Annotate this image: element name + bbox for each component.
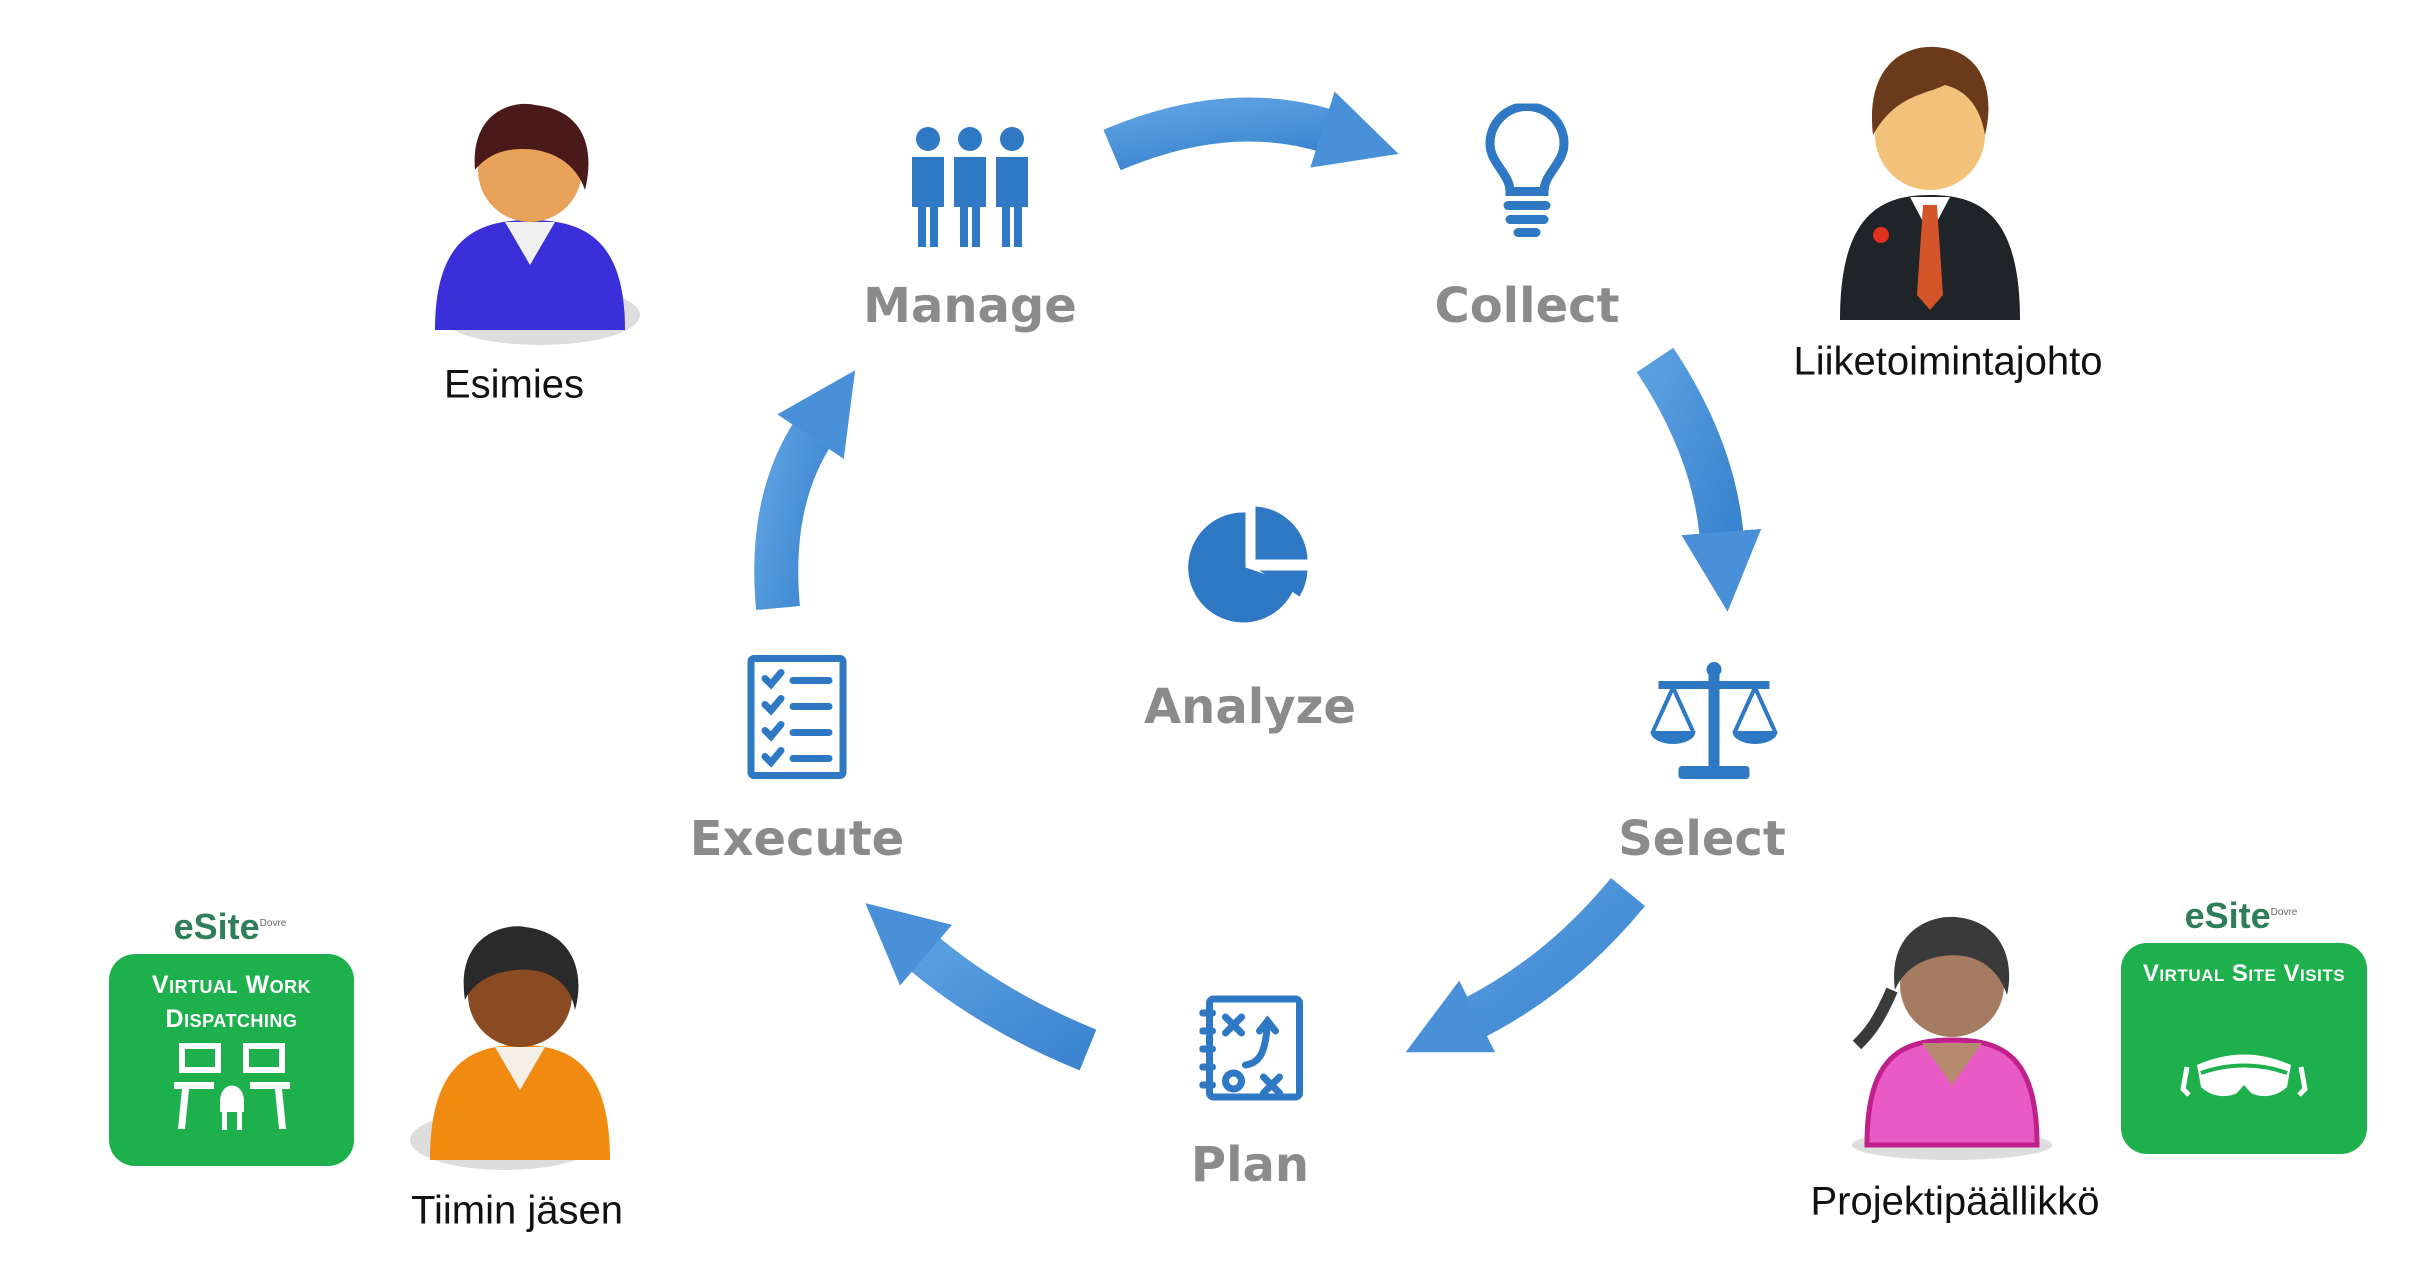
stage-label-plan: Plan (1190, 1137, 1310, 1193)
checklist-icon (747, 655, 847, 779)
role-label-projektipaallikko: Projektipäällikkö (1810, 1179, 2100, 1224)
vr-headset-icon (2180, 1054, 2308, 1097)
brand-sub: Dovre (2270, 907, 2298, 918)
arrow-manage-to-collect (1103, 91, 1399, 171)
esite-logo-left: eSiteDovre (174, 906, 287, 948)
role-label-liiketoimintajohto: Liiketoimintajohto (1793, 339, 2103, 384)
role-label-tiimin-jasen: Tiimin jäsen (411, 1188, 623, 1233)
manager-avatar-icon (435, 103, 640, 345)
center-label-analyze: Analyze (1144, 679, 1356, 735)
team-member-avatar-icon (410, 926, 610, 1170)
role-label-esimies: Esimies (443, 362, 585, 407)
stage-label-select: Select (1618, 811, 1786, 867)
strategy-icon (1199, 995, 1303, 1101)
stage-label-execute: Execute (689, 811, 905, 867)
brand-name: eSite (173, 906, 260, 947)
brand-sub: Dovre (259, 918, 287, 929)
stage-label-collect: Collect (1434, 278, 1620, 334)
virtual-work-dispatching-badge[interactable]: Virtual Work Dispatching (109, 954, 354, 1166)
virtual-site-visits-badge[interactable]: Virtual Site Visits (2121, 943, 2367, 1154)
team-icon (912, 127, 1028, 247)
badge-title: Virtual Site Visits (2142, 960, 2346, 987)
workstation-icon (173, 1043, 290, 1130)
arrow-plan-to-execute (865, 903, 1097, 1071)
esite-logo-right: eSiteDovre (2185, 895, 2298, 937)
scale-icon (1650, 662, 1778, 779)
pie-chart-icon (1188, 506, 1308, 623)
brand-name: eSite (2184, 895, 2271, 936)
badge-title: Virtual Work Dispatching (151, 971, 312, 1033)
arrow-select-to-plan (1405, 878, 1646, 1053)
project-manager-avatar-icon (1852, 916, 2052, 1160)
executive-avatar-icon (1840, 46, 2020, 320)
stage-label-manage: Manage (863, 278, 1077, 334)
arrow-collect-to-select (1636, 347, 1762, 612)
arrow-execute-to-manage (754, 370, 856, 611)
lightbulb-icon (1485, 103, 1569, 237)
